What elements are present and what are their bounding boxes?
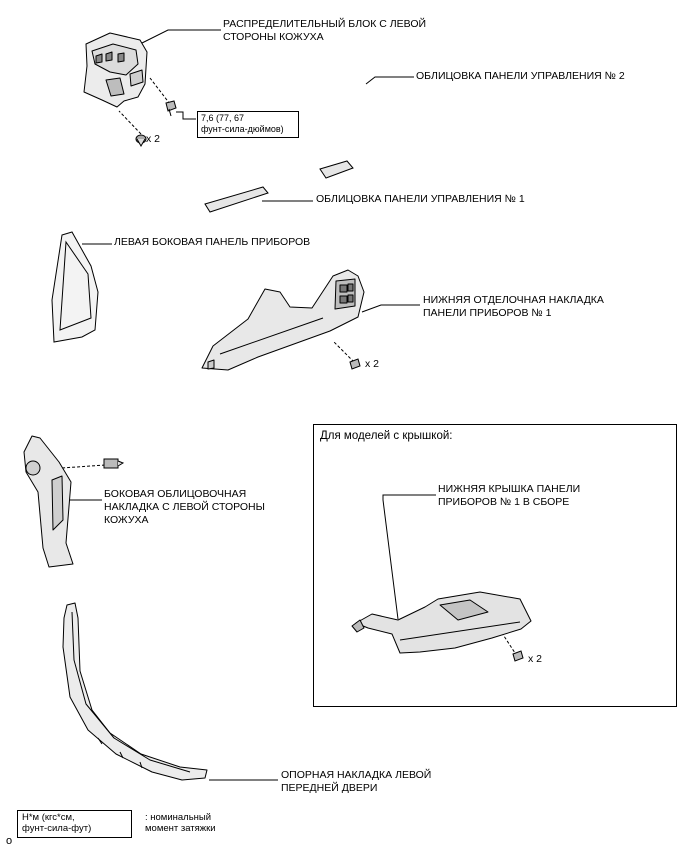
models-with-cover-box bbox=[313, 424, 677, 707]
garnish-no1-part bbox=[204, 186, 269, 213]
legend-description: : номинальный момент затяжки bbox=[145, 812, 216, 834]
legend-torque-box: Н*м (кгс*см, фунт-сила-фут) bbox=[17, 810, 132, 838]
qty-junction-clips: x 2 bbox=[146, 133, 161, 145]
qty-finish-screws: x 2 bbox=[365, 358, 380, 370]
leader-torque bbox=[176, 111, 196, 120]
leader-lower-cover bbox=[382, 494, 436, 620]
garnish-no2-part bbox=[319, 160, 354, 179]
leader-lower-finish bbox=[361, 304, 420, 313]
label-lower-cover: НИЖНЯЯ КРЫШКА ПАНЕЛИ ПРИБОРОВ № 1 В СБОР… bbox=[438, 483, 581, 508]
lower-cover-part bbox=[351, 591, 532, 654]
label-side-panel: ЛЕВАЯ БОКОВАЯ ПАНЕЛЬ ПРИБОРОВ bbox=[114, 236, 311, 248]
cover-screw bbox=[512, 650, 524, 662]
label-models-with-cover: Для моделей с крышкой: bbox=[320, 430, 453, 442]
leader-garnish-no2 bbox=[365, 76, 414, 85]
leader-junction-block bbox=[139, 29, 221, 45]
label-door-scuff: ОПОРНАЯ НАКЛАДКА ЛЕВОЙ ПЕРЕДНЕЙ ДВЕРИ bbox=[281, 769, 432, 794]
finish-screw bbox=[349, 358, 361, 370]
door-scuff-part bbox=[62, 602, 208, 781]
label-garnish-no2: ОБЛИЦОВКА ПАНЕЛИ УПРАВЛЕНИЯ № 2 bbox=[416, 70, 625, 82]
guide-cowl-clip bbox=[61, 464, 106, 469]
legend-box-line1: Н*м (кгс*см, bbox=[22, 812, 75, 823]
label-garnish-no1: ОБЛИЦОВКА ПАНЕЛИ УПРАВЛЕНИЯ № 1 bbox=[316, 193, 525, 205]
junction-bolt bbox=[165, 100, 177, 117]
lower-finish-part bbox=[201, 269, 365, 371]
guide-cover-screw bbox=[501, 632, 518, 657]
cowl-clip bbox=[103, 458, 125, 469]
footer-mark: o bbox=[6, 835, 13, 847]
guide-junction-clip bbox=[118, 110, 142, 135]
legend-box-line2: фунт-сила-фут) bbox=[22, 823, 92, 834]
side-panel-part bbox=[51, 231, 99, 343]
junction-clip bbox=[135, 134, 147, 148]
junction-block-part bbox=[83, 32, 148, 108]
guide-junction-bolt bbox=[149, 77, 171, 105]
label-lower-finish: НИЖНЯЯ ОТДЕЛОЧНАЯ НАКЛАДКА ПАНЕЛИ ПРИБОР… bbox=[423, 294, 604, 319]
label-cowl-trim: БОКОВАЯ ОБЛИЦОВОЧНАЯ НАКЛАДКА С ЛЕВОЙ СТ… bbox=[104, 488, 265, 526]
torque-value-line1: 7,6 (77, 67 bbox=[201, 113, 245, 123]
label-junction-block: РАСПРЕДЕЛИТЕЛЬНЫЙ БЛОК С ЛЕВОЙ СТОРОНЫ К… bbox=[223, 18, 427, 43]
cowl-trim-part bbox=[23, 435, 74, 568]
torque-value-box: 7,6 (77, 67 фунт-сила-дюймов) bbox=[197, 111, 299, 138]
qty-cover-screws: x 2 bbox=[528, 653, 543, 665]
guide-finish-screw bbox=[333, 341, 355, 363]
torque-value-line2: фунт-сила-дюймов) bbox=[201, 124, 284, 134]
